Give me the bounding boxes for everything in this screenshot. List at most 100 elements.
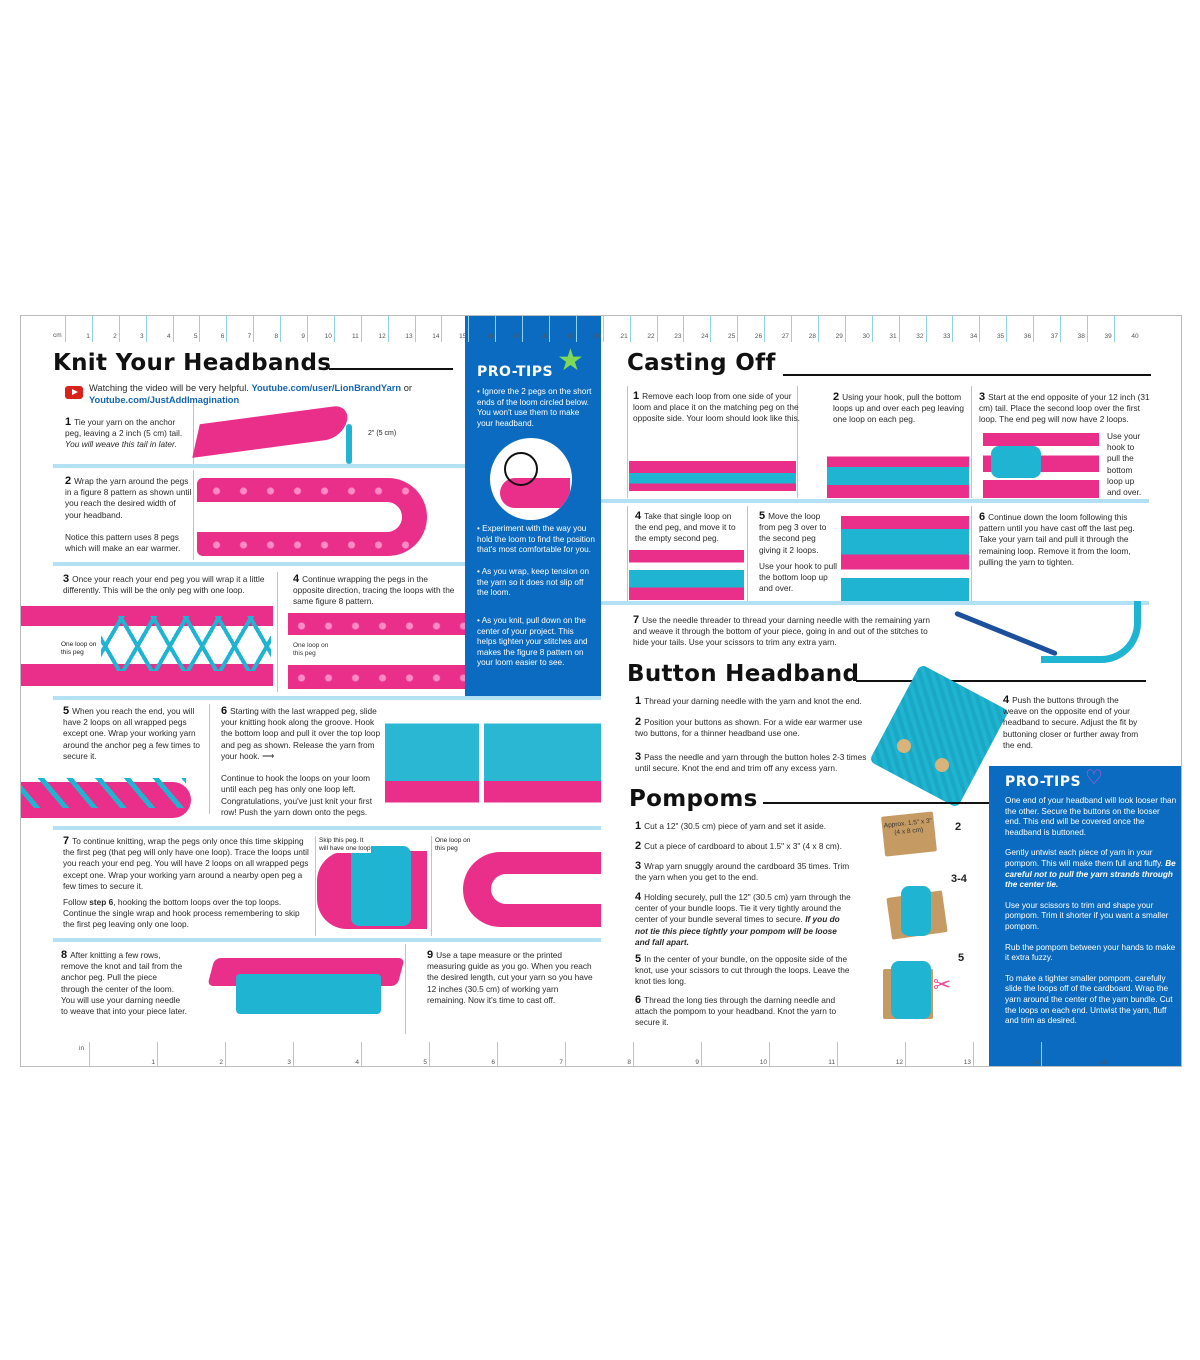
ruler-tick: 8 <box>565 1042 633 1066</box>
yarn-illustration <box>346 424 352 464</box>
single-wrap-loom-diagram <box>463 852 601 927</box>
ruler-tick-label: 26 <box>754 333 763 340</box>
ruler-tick: 10 <box>701 1042 769 1066</box>
ruler-tick-label: 8 <box>627 1059 631 1066</box>
separator <box>53 696 601 700</box>
title-rule <box>329 368 453 370</box>
button-icon <box>935 758 949 772</box>
ruler-tick: 37 <box>1033 316 1060 342</box>
divider <box>627 386 628 498</box>
cm-ruler-label: cm <box>53 332 62 339</box>
ruler-tick: 26 <box>737 316 764 342</box>
ruler-tick: 10 <box>307 316 334 342</box>
knitted-piece <box>236 974 381 1014</box>
divider <box>315 836 316 936</box>
title-rule <box>856 680 1146 682</box>
ruler-tick: 21 <box>602 316 630 342</box>
ruler-tick: 40 <box>1113 316 1141 342</box>
title-rule <box>783 374 1151 376</box>
divider <box>971 506 972 602</box>
ruler-tick-label: 30 <box>862 333 870 340</box>
second-peg-photo <box>841 516 969 602</box>
ruler-tick-label: 23 <box>674 333 682 340</box>
divider <box>627 506 628 602</box>
ruler-tick-label: 6 <box>220 333 225 340</box>
loom-illustration <box>192 404 351 458</box>
ruler-tick: 13 <box>387 316 415 342</box>
ruler-tick-label: 15 <box>459 333 467 340</box>
ruler-tick-label: 32 <box>916 333 924 340</box>
heart-mitten-icon: ♡ <box>1085 767 1103 789</box>
ruler-tick: 1 <box>89 1042 157 1066</box>
ruler-tick: 30 <box>844 316 872 342</box>
ruler-tick-label: 25 <box>728 333 736 340</box>
ruler-tick: 17 <box>495 316 522 342</box>
separator <box>53 562 465 566</box>
divider <box>747 506 748 602</box>
separator <box>601 499 1149 503</box>
ruler-tick: 28 <box>791 316 818 342</box>
ruler-tick-label: 2 <box>113 333 117 340</box>
ruler-tick: 39 <box>1086 316 1114 342</box>
ruler-tick-label: 15 <box>1099 1059 1107 1066</box>
divider <box>971 386 972 498</box>
yarn-illustration <box>21 778 186 808</box>
justaddimagination-youtube-link[interactable]: Youtube.com/JustAddImagination <box>89 395 240 405</box>
pompoms-title: Pompoms <box>629 786 758 812</box>
ruler-tick: 6 <box>429 1042 497 1066</box>
ruler-tick-label: 31 <box>889 333 897 340</box>
ruler-tick-label: 36 <box>1023 333 1032 340</box>
ruler-tick-label: 6 <box>491 1059 495 1066</box>
pro-tip: • As you knit, pull down on the center o… <box>477 616 588 668</box>
ruler-tick-label: 33 <box>943 333 951 340</box>
ruler-tick: 8 <box>253 316 280 342</box>
ruler-tick: 36 <box>1006 316 1033 342</box>
ruler-tick-label: 5 <box>193 333 198 340</box>
ruler-tick-label: 19 <box>566 333 574 340</box>
ruler-tick: 24 <box>683 316 710 342</box>
separator <box>53 464 465 468</box>
pro-tip: • As you wrap, keep tension on the yarn … <box>477 567 590 598</box>
divider <box>797 386 798 498</box>
figure-number: 5 <box>958 952 965 964</box>
skip-peg-label: Skip this peg. It will have one loop <box>319 837 371 853</box>
yarn-illustration <box>351 846 411 926</box>
divider <box>193 402 194 464</box>
casting-off-title: Casting Off <box>627 350 776 376</box>
star-icon: ★ <box>557 344 584 377</box>
ruler-tick-label: 13 <box>405 333 413 340</box>
arrow-right-icon: ⟶ <box>262 750 274 761</box>
ruler-tick: 7 <box>226 316 253 342</box>
divider <box>277 572 278 692</box>
ruler-tick-label: 16 <box>486 333 494 340</box>
inch-ruler-label: in <box>79 1045 85 1052</box>
ruler-tick: 25 <box>710 316 737 342</box>
ruler-tick-label: 5 <box>423 1059 427 1066</box>
divider <box>193 470 194 560</box>
ruler-tick: 32 <box>898 316 926 342</box>
scissors-icon: ✂ <box>933 972 952 997</box>
ruler-tick-label: 28 <box>808 333 816 340</box>
ruler-tick: 19 <box>549 316 576 342</box>
ruler-tick-label: 3 <box>140 333 144 340</box>
separator <box>53 826 601 830</box>
cast-step-3-note: Use your hook to pull the bottom loop up… <box>1107 431 1142 498</box>
ruler-tick-label: 4 <box>355 1059 359 1066</box>
ruler-tick: 33 <box>925 316 953 342</box>
separator <box>53 938 601 942</box>
cardboard-label: Approx. 1.5" x 3" (4 x 8 cm) <box>883 817 933 837</box>
cast-off-loom-photo <box>629 461 796 491</box>
ruler-tick-label: 29 <box>835 333 843 340</box>
ruler-tick: 38 <box>1059 316 1087 342</box>
lionbrand-youtube-link[interactable]: Youtube.com/user/LionBrandYarn <box>251 383 402 393</box>
ruler-tick: 34 <box>952 316 979 342</box>
or-text: or <box>403 383 412 393</box>
